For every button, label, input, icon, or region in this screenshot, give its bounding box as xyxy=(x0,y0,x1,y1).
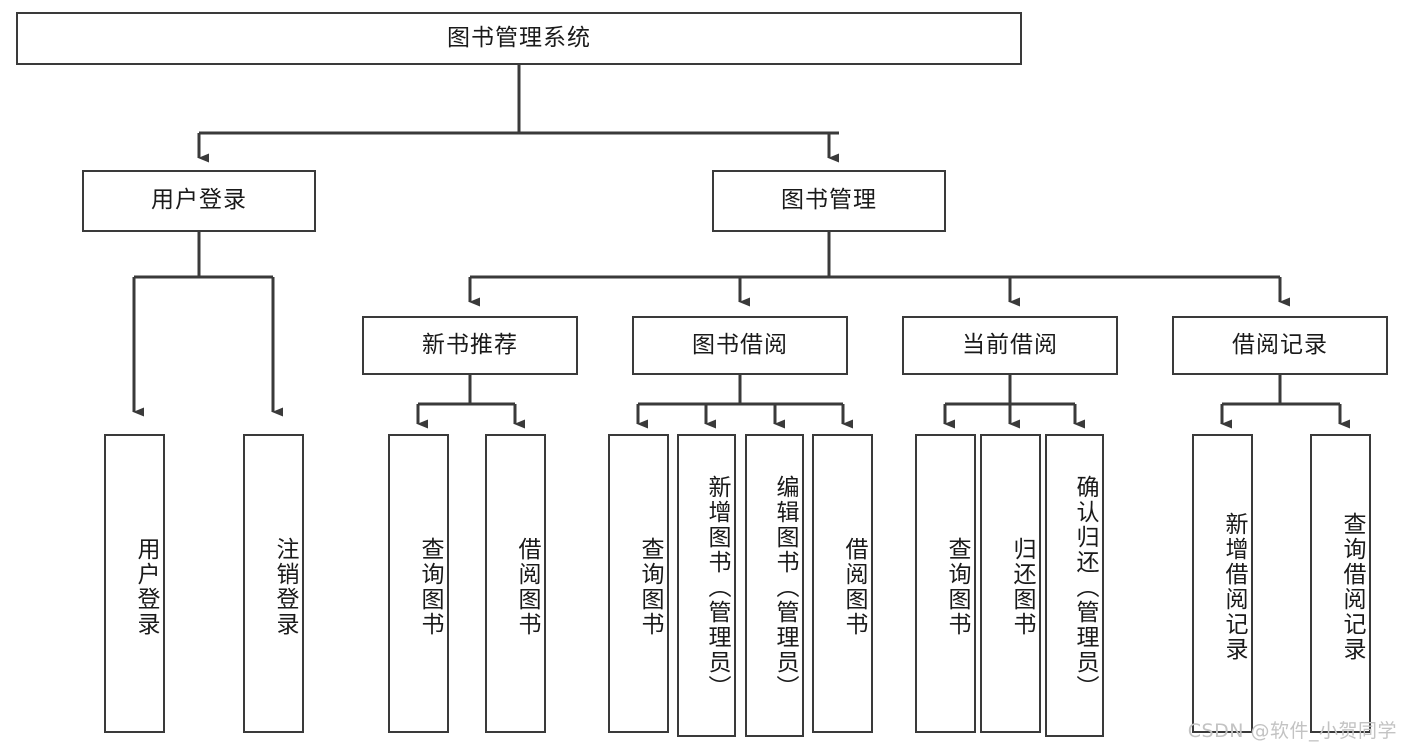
node-label: 编辑图书（管理员） xyxy=(772,474,798,700)
node-user-login[interactable]: 用户登录 xyxy=(82,170,316,232)
node-label: 新增图书（管理员） xyxy=(704,474,730,700)
leaf-user-login-logout[interactable]: 注销登录 xyxy=(243,434,304,733)
node-label: 查询图书 xyxy=(417,536,443,637)
leaf-new-book-borrow[interactable]: 借阅图书 xyxy=(485,434,546,733)
node-label: 查询借阅记录 xyxy=(1339,511,1365,662)
leaf-book-borrow-borrow[interactable]: 借阅图书 xyxy=(812,434,873,733)
node-label: 图书管理系统 xyxy=(447,24,591,51)
node-label: 用户登录 xyxy=(133,536,159,637)
node-book-management[interactable]: 图书管理 xyxy=(712,170,946,232)
node-label: 借阅记录 xyxy=(1232,331,1328,358)
node-new-book-recommend[interactable]: 新书推荐 xyxy=(362,316,578,375)
node-label: 图书借阅 xyxy=(692,331,788,358)
leaf-book-borrow-add[interactable]: 新增图书（管理员） xyxy=(677,434,736,737)
node-label: 查询图书 xyxy=(637,536,663,637)
node-label: 新书推荐 xyxy=(422,331,518,358)
node-book-borrow[interactable]: 图书借阅 xyxy=(632,316,848,375)
leaf-current-borrow-return[interactable]: 归还图书 xyxy=(980,434,1041,733)
node-label: 查询图书 xyxy=(944,536,970,637)
leaf-book-borrow-query[interactable]: 查询图书 xyxy=(608,434,669,733)
leaf-new-book-query[interactable]: 查询图书 xyxy=(388,434,449,733)
node-borrow-records[interactable]: 借阅记录 xyxy=(1172,316,1388,375)
leaf-book-borrow-edit[interactable]: 编辑图书（管理员） xyxy=(745,434,804,737)
node-label: 新增借阅记录 xyxy=(1221,511,1247,662)
leaf-current-borrow-query[interactable]: 查询图书 xyxy=(915,434,976,733)
node-label: 确认归还（管理员） xyxy=(1072,474,1098,700)
node-label: 借阅图书 xyxy=(841,536,867,637)
leaf-borrow-records-query[interactable]: 查询借阅记录 xyxy=(1310,434,1371,733)
node-label: 借阅图书 xyxy=(514,536,540,637)
node-label: 注销登录 xyxy=(272,536,298,637)
node-label: 当前借阅 xyxy=(962,331,1058,358)
leaf-borrow-records-add[interactable]: 新增借阅记录 xyxy=(1192,434,1253,733)
node-current-borrow[interactable]: 当前借阅 xyxy=(902,316,1118,375)
watermark-text: CSDN @软件_小贺同学 xyxy=(1187,720,1397,742)
node-label: 归还图书 xyxy=(1009,536,1035,637)
node-root-system[interactable]: 图书管理系统 xyxy=(16,12,1022,65)
node-label: 图书管理 xyxy=(781,187,877,214)
leaf-user-login-signin[interactable]: 用户登录 xyxy=(104,434,165,733)
node-label: 用户登录 xyxy=(151,187,247,214)
leaf-current-borrow-confirm-return[interactable]: 确认归还（管理员） xyxy=(1045,434,1104,737)
